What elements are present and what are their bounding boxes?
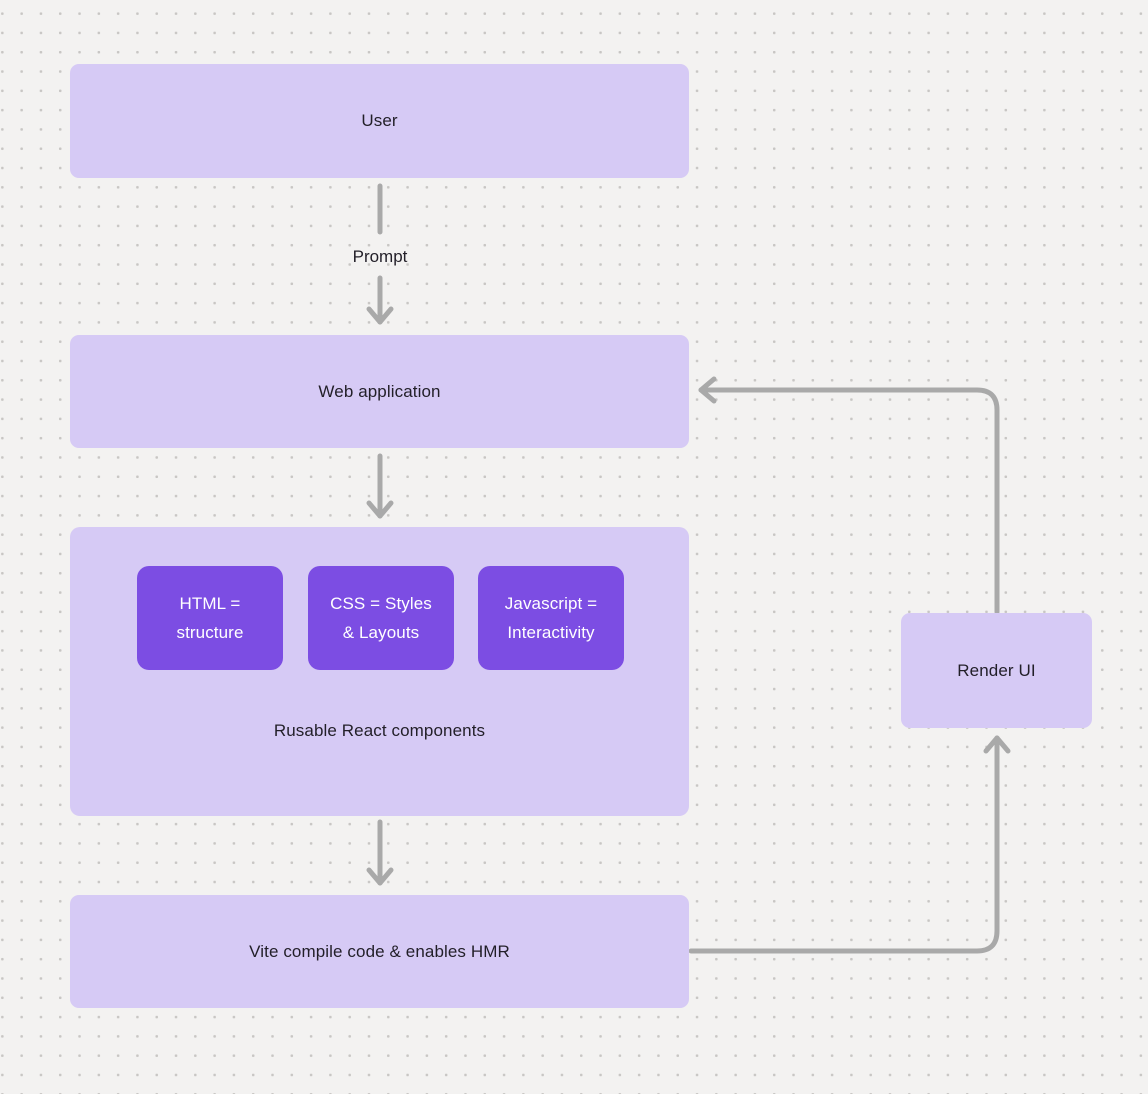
node-user-label: User	[361, 111, 398, 130]
node-render-ui-label: Render UI	[957, 660, 1036, 680]
node-html-label-line2: structure	[176, 623, 244, 642]
node-css-label-line1: CSS = Styles	[330, 594, 432, 613]
node-html: HTML = structure	[137, 566, 283, 670]
node-javascript: Javascript = Interactivity	[478, 566, 624, 670]
node-web-application: Web application	[70, 335, 689, 448]
node-javascript-label-line2: Interactivity	[507, 623, 595, 642]
node-html-label-line1: HTML =	[179, 594, 241, 613]
edge-label-prompt: Prompt	[352, 247, 408, 266]
connector-vite-to-renderui	[688, 735, 1011, 954]
node-components-group: HTML = structure CSS = Styles & Layouts …	[70, 527, 689, 816]
node-css: CSS = Styles & Layouts	[308, 566, 454, 670]
connector-renderui-to-webapp	[698, 376, 1000, 615]
node-user: User	[70, 64, 689, 178]
node-render-ui: Render UI	[901, 613, 1092, 728]
node-css-label-line2: & Layouts	[342, 623, 420, 642]
node-vite: Vite compile code & enables HMR	[70, 895, 689, 1008]
node-javascript-label-line1: Javascript =	[504, 594, 598, 613]
node-vite-label: Vite compile code & enables HMR	[249, 941, 510, 961]
components-group-caption: Rusable React components	[273, 721, 486, 740]
node-web-application-label: Web application	[318, 381, 441, 401]
